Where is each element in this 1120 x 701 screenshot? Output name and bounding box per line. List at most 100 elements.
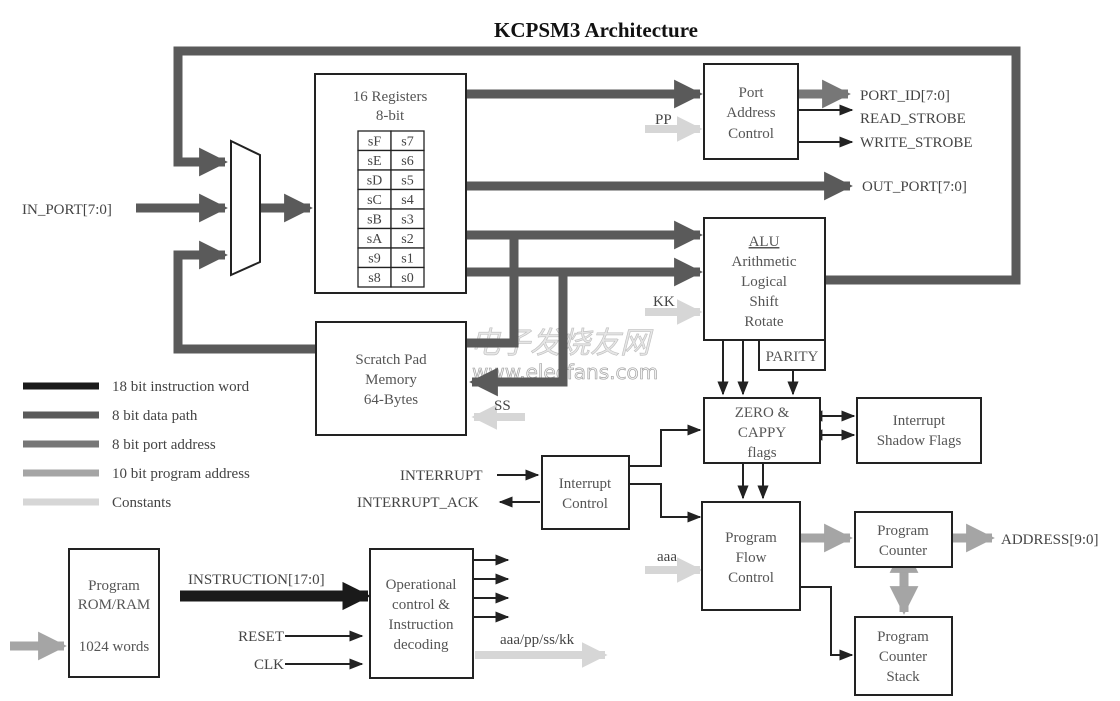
register-label-s7: s7 (401, 135, 413, 150)
legend-label: 18 bit instruction word (112, 379, 250, 395)
interrupt-label: INTERRUPT (400, 468, 483, 484)
svg-text:Counter: Counter (879, 649, 927, 665)
alu-feedback-bus (173, 46, 1021, 285)
instruction-decoder-block: Operational control & Instruction decodi… (369, 548, 474, 679)
interrupt-ack-label: INTERRUPT_ACK (357, 495, 479, 511)
legend-label: 8 bit data path (112, 408, 198, 424)
register-label-sB: sB (367, 213, 382, 228)
svg-text:Interrupt: Interrupt (559, 476, 612, 492)
svg-text:Program: Program (88, 578, 140, 594)
svg-text:Program: Program (725, 530, 777, 546)
svg-text:PARITY: PARITY (766, 349, 819, 365)
instruction-label: INSTRUCTION[17:0] (188, 572, 325, 588)
svg-text:Rotate: Rotate (744, 314, 783, 330)
clk-label: CLK (254, 657, 284, 673)
in-port-label: IN_PORT[7:0] (22, 202, 112, 218)
zero-carry-flags-block: ZERO & CAPPY flags (703, 397, 821, 464)
svg-text:1024 words: 1024 words (79, 639, 150, 655)
register-grid: sF s7 sE s6 sD s5 sC s4 sB s3 sA s2 s9 s1 s8 s0 (357, 130, 425, 288)
svg-text:Control: Control (728, 126, 774, 142)
program-counter-stack-block: Program Counter Stack (854, 616, 953, 696)
legend-label: 8 bit port address (112, 437, 216, 453)
svg-text:control &: control & (392, 597, 450, 613)
constant-buses (471, 116, 703, 668)
svg-text:Operational: Operational (386, 577, 457, 593)
svg-text:Shadow Flags: Shadow Flags (877, 433, 962, 449)
register-label-s8: s8 (368, 271, 380, 286)
read-strobe-label: READ_STROBE (860, 111, 966, 127)
constants-bus-label: aaa/pp/ss/kk (500, 632, 575, 648)
svg-text:Scratch Pad: Scratch Pad (355, 352, 427, 368)
legend-label: Constants (112, 495, 171, 511)
svg-text:Address: Address (726, 105, 775, 121)
control-lines (285, 104, 856, 670)
alu-heading: ALU (749, 234, 780, 250)
register-label-sD: sD (367, 174, 383, 189)
interrupt-shadow-flags-block: Interrupt Shadow Flags (856, 397, 982, 464)
scratch-pad-memory-block: Scratch Pad Memory 64-Bytes (315, 321, 467, 436)
register-label-s1: s1 (401, 252, 413, 267)
register-label-s6: s6 (401, 154, 413, 169)
svg-text:Stack: Stack (886, 669, 920, 685)
svg-text:ROM/RAM: ROM/RAM (78, 597, 151, 613)
parity-block (758, 339, 826, 371)
interrupt-control-block: Interrupt Control (541, 455, 630, 530)
reset-label: RESET (238, 629, 284, 645)
legend-label: 10 bit program address (112, 466, 250, 482)
svg-text:Control: Control (728, 570, 774, 586)
svg-text:Control: Control (562, 496, 608, 512)
scratchpad-data-bus (469, 272, 568, 397)
scratchpad-address-bus (466, 235, 519, 348)
input-multiplexer (230, 139, 261, 277)
program-counter-block: Program Counter (854, 511, 953, 568)
svg-text:decoding: decoding (394, 637, 449, 653)
register-label-s0: s0 (401, 271, 413, 286)
svg-text:Port: Port (738, 85, 764, 101)
signal-labels: IN_PORT[7:0] PORT_ID[7:0] READ_STROBE WR… (22, 88, 1099, 673)
out-port-label: OUT_PORT[7:0] (862, 179, 967, 195)
svg-text:Arithmetic: Arithmetic (732, 254, 797, 270)
svg-text:16 Registers: 16 Registers (353, 89, 428, 105)
write-strobe-label: WRITE_STROBE (860, 135, 973, 151)
svg-text:Interrupt: Interrupt (893, 413, 946, 429)
register-label-s4: s4 (401, 193, 413, 208)
kk-label: KK (653, 294, 675, 310)
svg-text:ZERO &: ZERO & (735, 405, 790, 421)
legend: 18 bit instruction word 8 bit data path 8 … (23, 379, 250, 511)
register-label-s9: s9 (368, 252, 380, 267)
svg-text:8-bit: 8-bit (376, 108, 405, 124)
svg-text:Program: Program (877, 523, 929, 539)
port-id-label: PORT_ID[7:0] (860, 88, 950, 104)
svg-text:Flow: Flow (736, 550, 767, 566)
program-flow-control-block: Program Flow Control (701, 501, 801, 611)
register-label-sE: sE (368, 154, 382, 169)
pp-label: PP (655, 112, 672, 128)
program-address-buses (10, 523, 995, 661)
register-cell (390, 266, 425, 288)
svg-text:Logical: Logical (741, 274, 787, 290)
port-address-control-block: Port Address Control (703, 63, 799, 160)
register-label-sC: sC (367, 193, 382, 208)
diagram-title: KCPSM3 Architecture (494, 18, 698, 42)
svg-text:CAPPY: CAPPY (738, 425, 787, 441)
register-label-s2: s2 (401, 232, 413, 247)
ss-label: SS (494, 398, 511, 414)
scratchpad-feedback-bus (173, 240, 316, 354)
aaa-label: aaa (657, 549, 677, 565)
address-label: ADDRESS[9:0] (1001, 532, 1099, 548)
svg-text:Instruction: Instruction (389, 617, 454, 633)
register-label-sF: sF (368, 135, 381, 150)
svg-text:Program: Program (877, 629, 929, 645)
register-label-s5: s5 (401, 174, 413, 189)
svg-text:Counter: Counter (879, 543, 927, 559)
svg-text:64-Bytes: 64-Bytes (364, 392, 418, 408)
svg-text:flags: flags (747, 445, 776, 461)
svg-text:Memory: Memory (365, 372, 417, 388)
register-label-sA: sA (367, 232, 383, 247)
alu-block: ALU Arithmetic Logical Shift Rotate PARI… (703, 217, 826, 371)
register-label-s3: s3 (401, 213, 413, 228)
program-rom-block: Program ROM/RAM 1024 words (68, 548, 160, 678)
data-path-buses (136, 46, 1021, 397)
